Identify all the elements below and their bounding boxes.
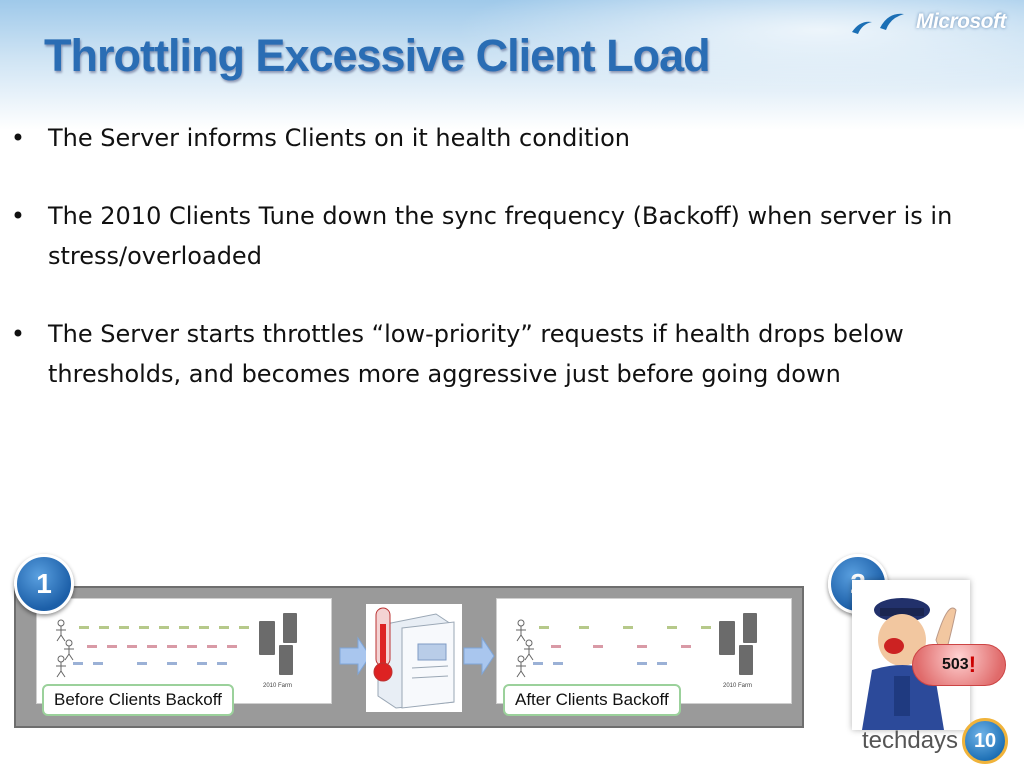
error-mark: ! (968, 652, 977, 677)
brand-logo: Microsoft (850, 8, 1007, 36)
before-caption: Before Clients Backoff (42, 684, 234, 716)
after-caption: After Clients Backoff (503, 684, 681, 716)
person-icon (516, 619, 534, 678)
techdays-logo: techdays 10 (862, 718, 1009, 764)
arrow-right-icon (339, 636, 371, 676)
bullet-item: •The Server starts throttles “low-priori… (10, 320, 904, 388)
farm-label: 2010 Farm (263, 683, 292, 689)
slide-title: Throttling Excessive Client Load (44, 30, 711, 81)
header-swoosh (0, 0, 1024, 130)
farm-diagram-before: 2010 Farm (56, 613, 297, 689)
bullet-text: The Server informs Clients on it health … (48, 124, 630, 152)
bullet-text: The Server starts throttles “low-priorit… (48, 320, 904, 388)
server-icon (377, 613, 455, 709)
bullet-text: The 2010 Clients Tune down the sync freq… (48, 202, 953, 270)
arrow-right-icon (463, 636, 495, 676)
step-1-badge: 1 (14, 554, 74, 614)
error-bubble: 503! (912, 644, 1006, 686)
techdays-text: techdays (862, 727, 959, 754)
server-icon (719, 613, 757, 675)
person-icon (56, 619, 74, 678)
bird-icon (852, 13, 904, 34)
bullet-list: •The Server informs Clients on it health… (8, 118, 988, 414)
stressed-server-image (366, 604, 462, 712)
server-icon (259, 613, 297, 675)
farm-diagram-after: 2010 Farm (516, 613, 757, 689)
bullet-item: •The Server informs Clients on it health… (10, 124, 630, 152)
edition-badge: 10 (962, 718, 1009, 764)
farm-label: 2010 Farm (723, 683, 752, 689)
thermometer-icon (373, 607, 393, 682)
bullet-item: •The 2010 Clients Tune down the sync fre… (10, 202, 953, 270)
error-code: 503 (941, 656, 969, 673)
brand-text: Microsoft (916, 10, 1007, 33)
